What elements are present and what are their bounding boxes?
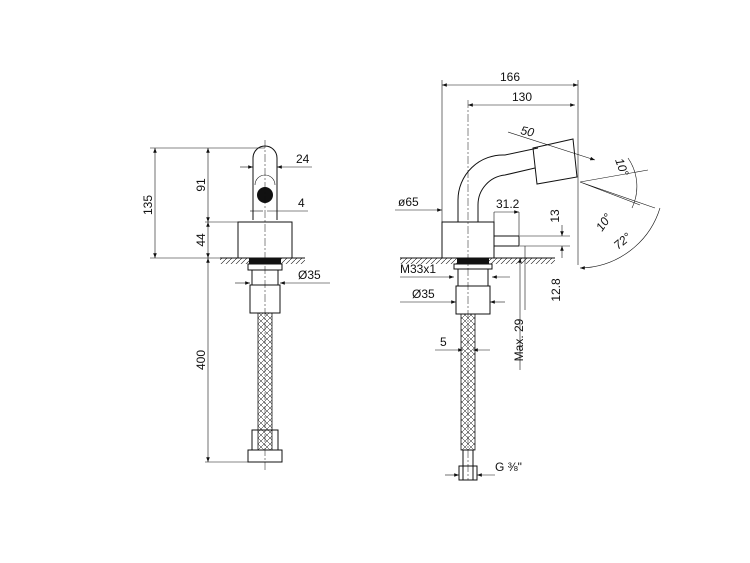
nozzle — [532, 138, 578, 185]
dim-12-8: 12.8 — [549, 278, 563, 302]
front-view: 166 130 50 ø65 31.2 13 12.8 Max. 29 10° … — [395, 70, 661, 481]
hose-fitting — [247, 449, 283, 463]
dim-g-3-8: G ⅜" — [495, 460, 522, 474]
dim-24: 24 — [296, 152, 310, 166]
dim-400: 400 — [194, 350, 208, 370]
angle-10-down: 10° — [593, 211, 615, 234]
dim-4: 4 — [298, 196, 305, 210]
dim-max-29: Max. 29 — [512, 318, 526, 361]
dim-166: 166 — [500, 70, 520, 84]
dim-135: 135 — [141, 195, 155, 215]
dim-35-front: Ø35 — [412, 287, 435, 301]
lever — [493, 235, 520, 247]
dim-44: 44 — [194, 233, 208, 247]
outlet — [257, 187, 273, 203]
dim-50: 50 — [519, 123, 535, 140]
dim-31-2: 31.2 — [496, 197, 520, 211]
angle-10-up: 10° — [612, 156, 631, 178]
dim-13: 13 — [548, 209, 562, 223]
dim-65: ø65 — [398, 195, 419, 209]
dim-5: 5 — [440, 335, 447, 349]
spout-front — [457, 147, 539, 222]
side-view: 135 91 44 400 24 4 Ø35 — [141, 140, 330, 470]
dim-m33x1: M33x1 — [400, 262, 436, 276]
dim-91: 91 — [194, 178, 208, 192]
angle-72: 72° — [611, 230, 634, 253]
dim-35-side: Ø35 — [298, 268, 321, 282]
angle-arc-10 — [627, 157, 638, 209]
dim-130: 130 — [512, 90, 532, 104]
